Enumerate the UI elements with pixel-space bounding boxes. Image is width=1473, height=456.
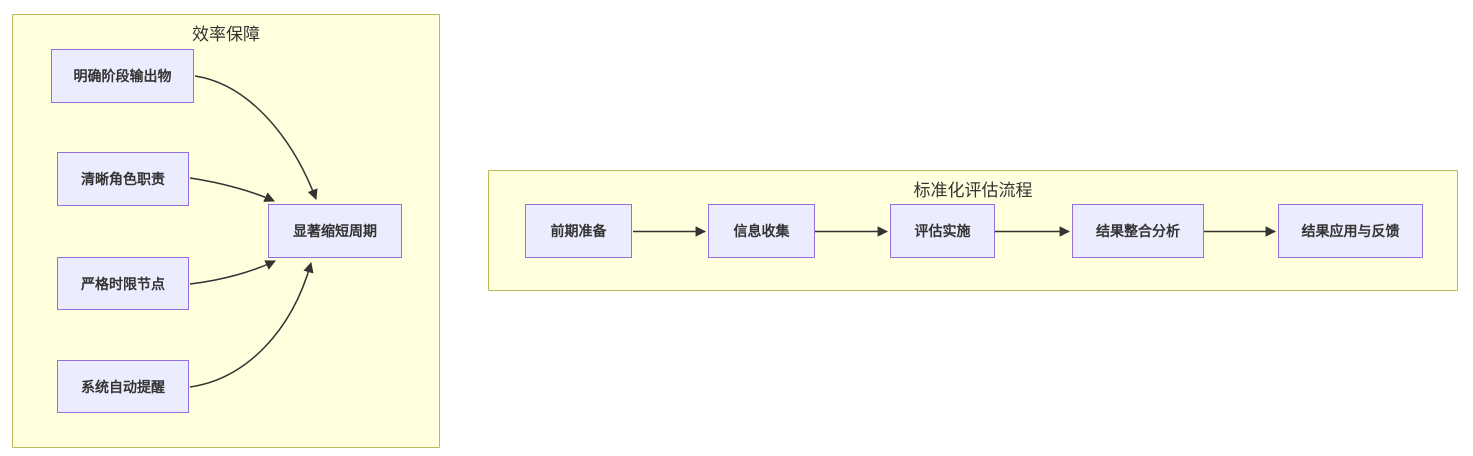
node-result-analysis: 结果整合分析 <box>1072 204 1204 258</box>
node-role-duties: 清晰角色职责 <box>57 152 189 206</box>
node-preparation: 前期准备 <box>525 204 632 258</box>
node-auto-reminders: 系统自动提醒 <box>57 360 189 413</box>
cluster-efficiency-title: 效率保障 <box>192 25 260 44</box>
node-stage-outputs: 明确阶段输出物 <box>51 49 194 103</box>
cluster-process-title: 标准化评估流程 <box>913 181 1033 200</box>
node-evaluation-implementation: 评估实施 <box>890 204 995 258</box>
node-shorten-cycle: 显著缩短周期 <box>268 204 402 258</box>
node-strict-deadlines: 严格时限节点 <box>57 257 189 310</box>
node-info-collection: 信息收集 <box>708 204 815 258</box>
node-result-feedback: 结果应用与反馈 <box>1278 204 1423 258</box>
